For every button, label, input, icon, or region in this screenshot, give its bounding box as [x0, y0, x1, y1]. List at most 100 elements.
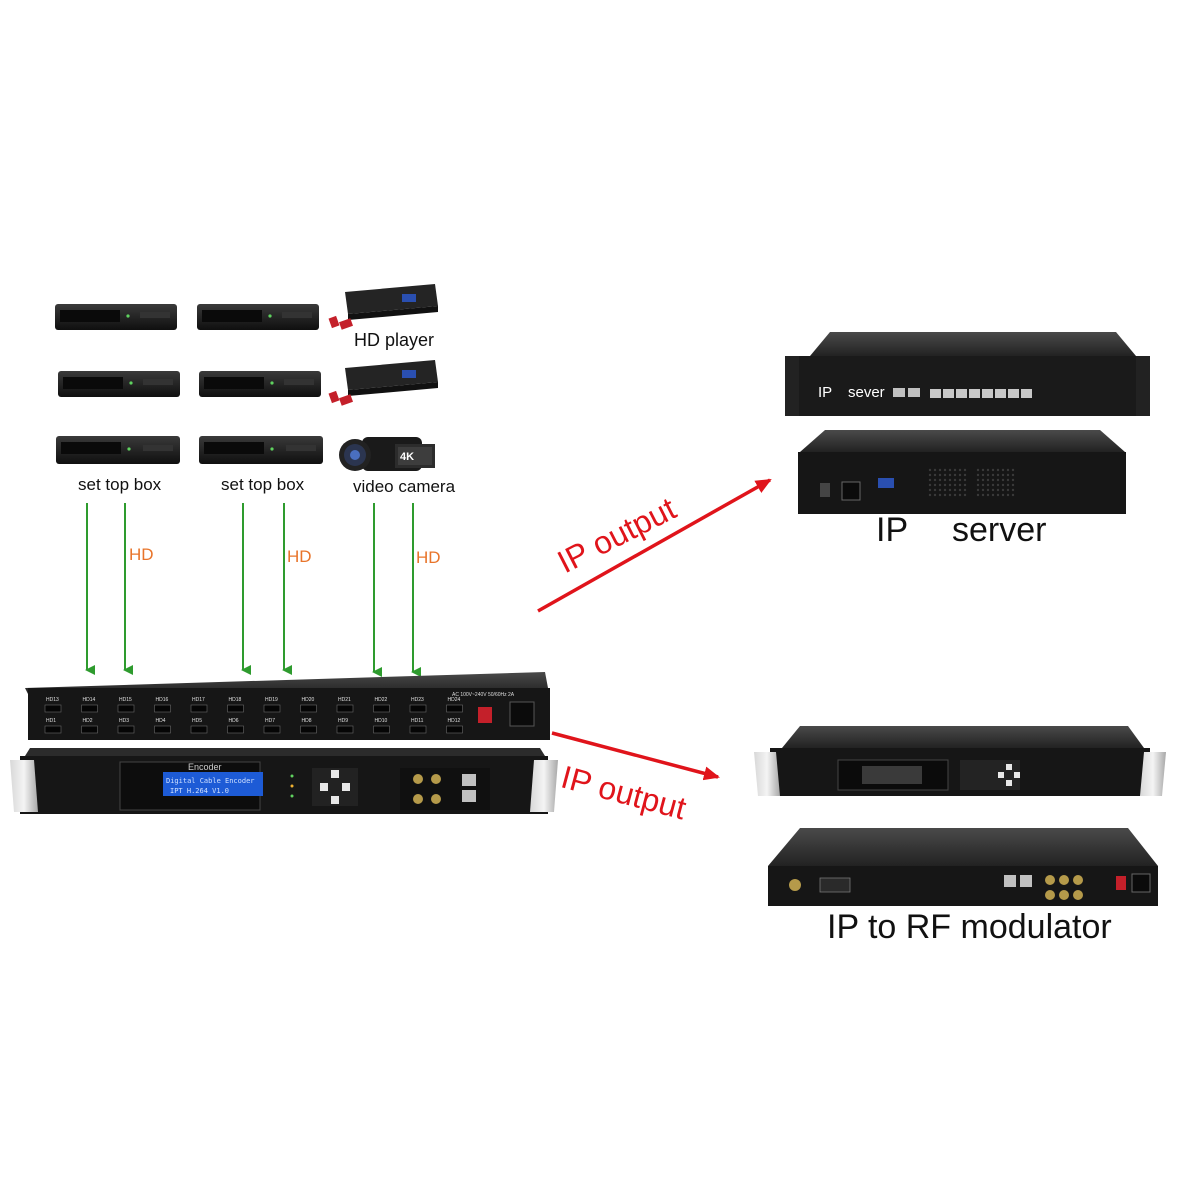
- vent-hole: [943, 478, 947, 482]
- vent-hole: [958, 473, 962, 477]
- vent-hole: [943, 468, 947, 472]
- set-top-box-label: set top box: [221, 475, 305, 494]
- encoder-front-panel: Encoder Digital Cable Encoder IPT H.264 …: [10, 748, 558, 814]
- hdmi-port-label: HD19: [265, 697, 278, 703]
- hdmi-port-label: HD2: [83, 718, 93, 724]
- vent-hole: [928, 478, 932, 482]
- vent-hole: [1006, 483, 1010, 487]
- vent-hole: [1011, 473, 1015, 477]
- vent-hole: [976, 468, 980, 472]
- vent-hole: [981, 488, 985, 492]
- hdmi-port-label: HD1: [46, 718, 56, 724]
- vent-hole: [963, 478, 967, 482]
- vent-hole: [943, 473, 947, 477]
- vent-hole: [996, 488, 1000, 492]
- vent-hole: [986, 468, 990, 472]
- camera-4k-badge: 4K: [400, 451, 414, 463]
- hdmi-port: [336, 704, 354, 713]
- vent-hole: [963, 483, 967, 487]
- modulator-caption: IP to RF modulator: [827, 908, 1112, 946]
- vent-hole: [991, 488, 995, 492]
- hdmi-port: [81, 704, 98, 713]
- set-top-box-device: [55, 304, 177, 330]
- hdmi-port: [44, 704, 62, 713]
- set-top-box-device: [197, 304, 319, 330]
- server-caption-ip: IP: [876, 511, 909, 549]
- hdmi-port: [190, 704, 208, 713]
- vent-hole: [938, 483, 942, 487]
- hd-signal-label: HD: [129, 545, 154, 564]
- hdmi-port-label: HD4: [156, 718, 166, 724]
- hdmi-port: [263, 725, 281, 734]
- modulator-front: [754, 726, 1166, 796]
- server-front-sever: sever: [848, 384, 885, 401]
- vent-hole: [948, 493, 952, 497]
- vent-hole: [963, 493, 967, 497]
- vent-hole: [1006, 488, 1010, 492]
- server-caption-server: server: [952, 511, 1047, 549]
- ethernet-port: [995, 389, 1006, 398]
- vent-hole: [1011, 493, 1015, 497]
- set-top-box-device: [199, 436, 323, 464]
- hdmi-port: [154, 725, 171, 734]
- vent-hole: [953, 478, 957, 482]
- power-socket: [509, 701, 535, 727]
- vent-hole: [986, 478, 990, 482]
- hdmi-port-label: HD16: [156, 697, 169, 703]
- hdmi-port: [44, 725, 62, 734]
- vent-hole: [943, 488, 947, 492]
- vent-hole: [1006, 473, 1010, 477]
- vent-hole: [928, 493, 932, 497]
- set-top-box-device: [58, 371, 180, 397]
- vent-hole: [991, 483, 995, 487]
- encoder-lcd-line-1: Digital Cable Encoder: [166, 777, 255, 785]
- hdmi-port-label: HD6: [229, 718, 239, 724]
- vent-hole: [981, 468, 985, 472]
- vent-hole: [1011, 478, 1015, 482]
- vent-hole: [991, 493, 995, 497]
- vent-hole: [933, 473, 937, 477]
- vent-hole: [938, 468, 942, 472]
- vent-hole: [928, 483, 932, 487]
- ethernet-port: [1008, 389, 1019, 398]
- vent-hole: [933, 483, 937, 487]
- vent-hole: [976, 478, 980, 482]
- vent-hole: [996, 473, 1000, 477]
- set-top-box-device: [56, 436, 180, 464]
- hdmi-port-label: HD12: [448, 718, 461, 724]
- ethernet-port: [969, 389, 980, 398]
- hd-player-device: [328, 284, 438, 330]
- vent-hole: [1006, 468, 1010, 472]
- vent-hole: [981, 473, 985, 477]
- vent-hole: [953, 488, 957, 492]
- ethernet-port: [930, 389, 941, 398]
- vent-hole: [991, 478, 995, 482]
- vent-hole: [953, 493, 957, 497]
- ip-output-arrow-to-server: [537, 478, 772, 613]
- hdmi-port: [373, 725, 390, 734]
- vent-hole: [986, 473, 990, 477]
- hd-signal-label: HD: [287, 547, 312, 566]
- hdmi-port: [409, 725, 427, 734]
- hdmi-port: [373, 704, 390, 713]
- hdmi-port: [117, 704, 135, 713]
- hdmi-port: [81, 725, 98, 734]
- hdmi-port: [446, 725, 463, 734]
- hdmi-port: [336, 725, 354, 734]
- vent-hole: [958, 468, 962, 472]
- vent-hole: [976, 488, 980, 492]
- hdmi-port: [263, 704, 281, 713]
- vent-hole: [948, 483, 952, 487]
- video-camera-label: video camera: [353, 477, 456, 496]
- ethernet-port: [943, 389, 954, 398]
- vent-hole: [958, 483, 962, 487]
- hdmi-port-label: HD24: [448, 697, 461, 703]
- vent-hole: [991, 473, 995, 477]
- vent-hole: [1011, 483, 1015, 487]
- vent-hole: [958, 478, 962, 482]
- vent-hole: [981, 478, 985, 482]
- hdmi-port-label: HD11: [411, 718, 424, 724]
- vent-hole: [996, 493, 1000, 497]
